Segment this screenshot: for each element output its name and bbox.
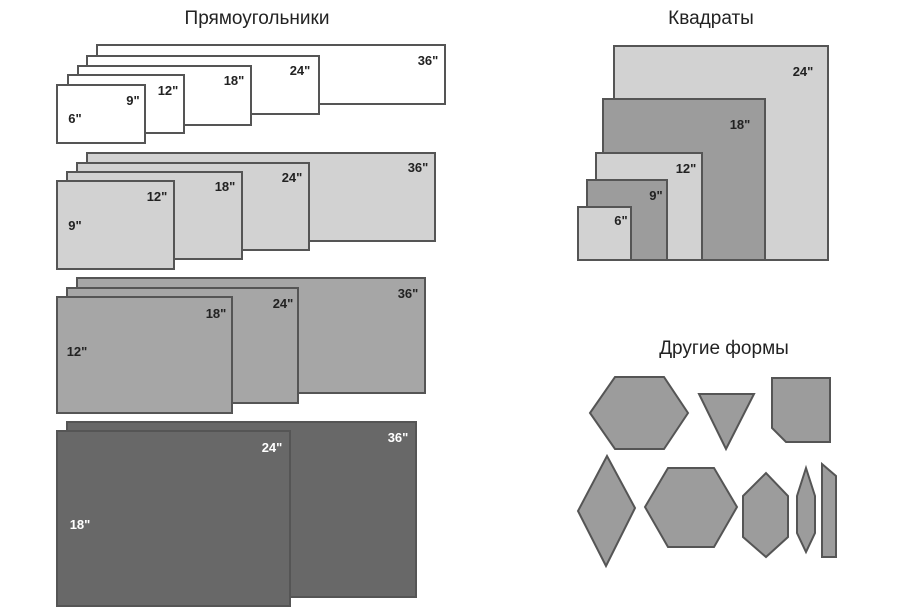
trapezoid-strip-shape bbox=[821, 461, 837, 558]
label-width-12: 12" bbox=[67, 344, 88, 359]
label-24: 24" bbox=[262, 440, 283, 455]
squares-group: 24" 18" 12" 9" 6" bbox=[577, 45, 829, 261]
label-12: 12" bbox=[147, 189, 168, 204]
other-shapes-group bbox=[576, 376, 837, 569]
label-36: 36" bbox=[418, 53, 439, 68]
label-36: 36" bbox=[388, 430, 409, 445]
hexagon-shape bbox=[588, 376, 690, 450]
hexagon-large-shape bbox=[643, 467, 739, 548]
narrow-hexagon-shape bbox=[796, 464, 816, 555]
triangle-shape bbox=[697, 393, 756, 452]
label-24: 24" bbox=[290, 63, 311, 78]
rect-6x9 bbox=[56, 84, 146, 144]
rect-group-18: 36" 24" 18" bbox=[56, 421, 417, 607]
label-36: 36" bbox=[408, 160, 429, 175]
rect-group-12: 36" 24" 18" 12" bbox=[56, 277, 426, 414]
square-label-6: 6" bbox=[614, 213, 627, 228]
rect-group-9: 36" 24" 18" 12" 9" bbox=[56, 152, 436, 270]
label-18: 18" bbox=[206, 306, 227, 321]
square-label-24: 24" bbox=[793, 64, 814, 79]
rectangles-title: Прямоугольники bbox=[185, 8, 330, 29]
rect-9x12 bbox=[56, 180, 175, 270]
label-24: 24" bbox=[273, 296, 294, 311]
label-width-9: 9" bbox=[68, 218, 81, 233]
label-36: 36" bbox=[398, 286, 419, 301]
rect-12x18 bbox=[56, 296, 233, 414]
squares-title: Квадраты bbox=[668, 8, 754, 29]
square-label-18: 18" bbox=[730, 117, 751, 132]
square-label-12: 12" bbox=[676, 161, 697, 176]
label-width-6: 6" bbox=[68, 111, 81, 126]
clipped-square-shape bbox=[771, 377, 831, 443]
label-9: 9" bbox=[126, 93, 139, 108]
label-12: 12" bbox=[158, 83, 179, 98]
label-width-18: 18" bbox=[70, 517, 91, 532]
other-shapes-title: Другие формы bbox=[659, 338, 789, 359]
label-24: 24" bbox=[282, 170, 303, 185]
square-6 bbox=[577, 206, 632, 261]
rect-group-6: 36" 24" 18" 12" 9" 6" bbox=[56, 44, 446, 144]
rhombus-shape bbox=[576, 453, 637, 569]
rect-18x24 bbox=[56, 430, 291, 607]
label-18: 18" bbox=[224, 73, 245, 88]
label-18: 18" bbox=[215, 179, 236, 194]
elongated-hexagon-shape bbox=[742, 471, 789, 559]
square-label-9: 9" bbox=[649, 188, 662, 203]
